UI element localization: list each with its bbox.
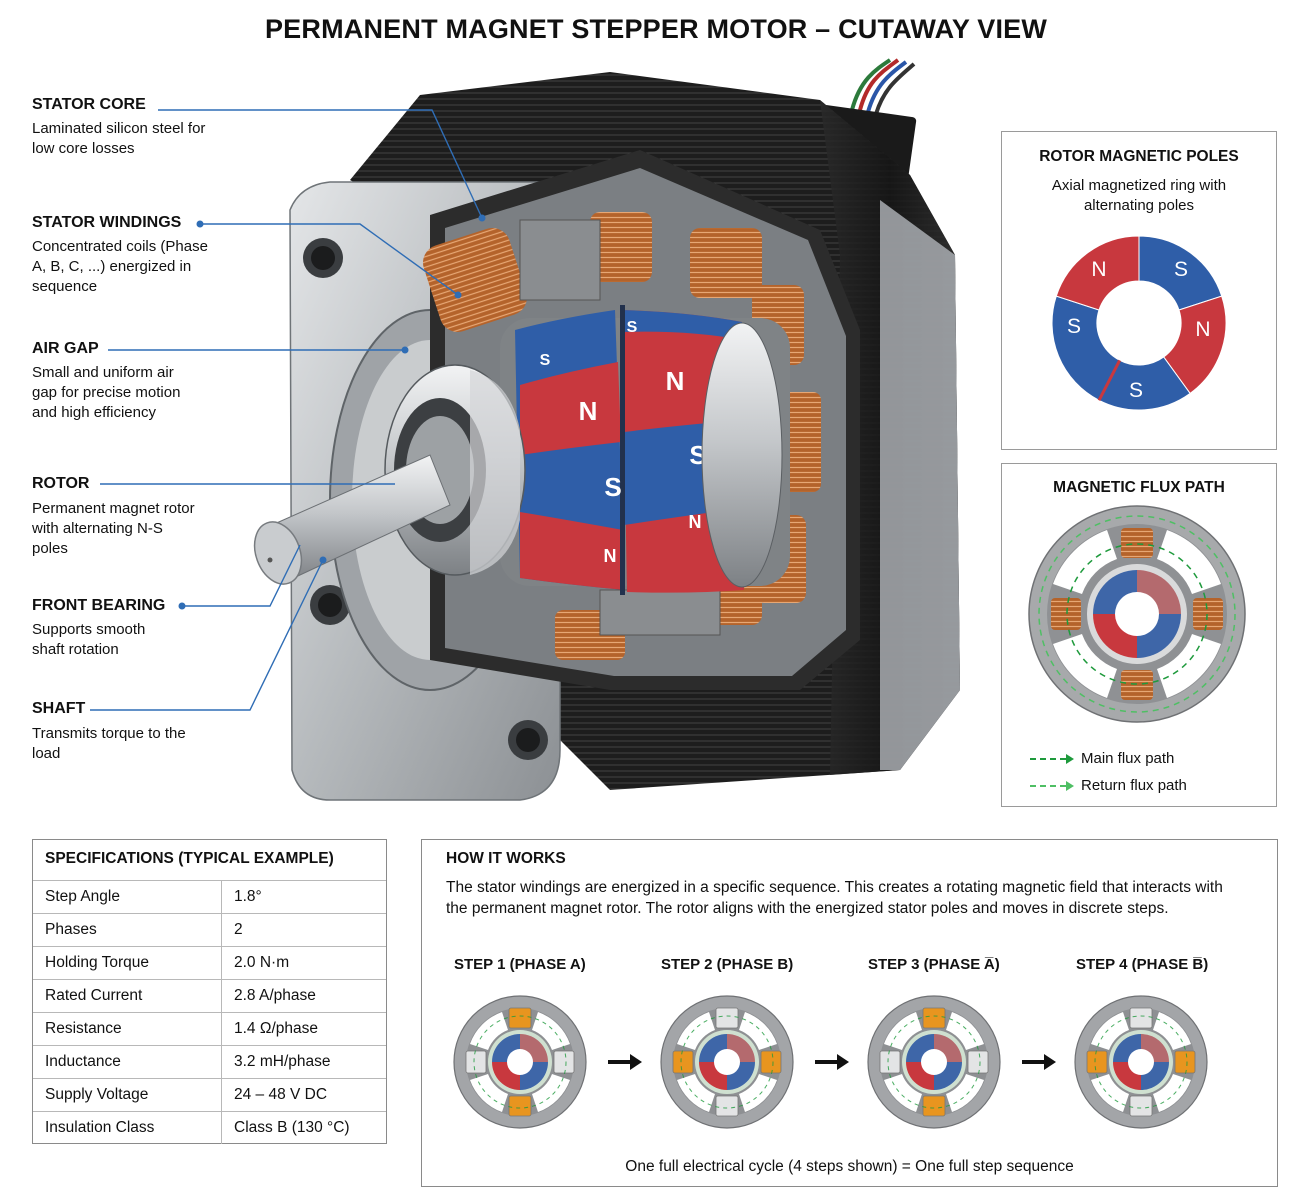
- step-arrow-head: [837, 1054, 849, 1070]
- rotor-pole-label: N: [579, 396, 598, 426]
- rotor-poles-panel: ROTOR MAGNETIC POLES Axial magnetized ri…: [1001, 131, 1277, 450]
- callout-shaft-heading: SHAFT: [32, 700, 86, 717]
- coil-energized: [508, 1007, 532, 1029]
- rotor-poles-heading: ROTOR MAGNETIC POLES: [1039, 148, 1239, 165]
- callout-stator-core-heading: STATOR CORE: [32, 96, 146, 113]
- rotor-pole-label: S: [627, 319, 638, 336]
- spec-name: Holding Torque: [33, 946, 222, 980]
- callout-air-gap-heading: AIR GAP: [32, 340, 99, 357]
- callout-rotor-heading: ROTOR: [32, 475, 90, 492]
- callout-front-bearing-heading: FRONT BEARING: [32, 597, 166, 614]
- spec-name: Inductance: [33, 1045, 222, 1079]
- coil-energized: [760, 1050, 782, 1074]
- rotor-poles-ring: N S N S S: [1051, 235, 1227, 411]
- pole-label: S: [1067, 315, 1081, 338]
- callout-shaft-desc: Transmits torque to the load: [32, 725, 186, 762]
- coil-energized: [672, 1050, 694, 1074]
- pole-label: N: [1195, 318, 1210, 341]
- spec-name: Supply Voltage: [33, 1078, 222, 1112]
- step-diagram: [660, 995, 794, 1129]
- step-sequence-diagrams: [453, 995, 1208, 1129]
- coil: [879, 1050, 901, 1074]
- specifications-table: SPECIFICATIONS (TYPICAL EXAMPLE) Step An…: [32, 839, 387, 1144]
- specifications-heading: SPECIFICATIONS (TYPICAL EXAMPLE): [45, 850, 334, 867]
- step-2-label: STEP 2 (PHASE B): [661, 956, 794, 973]
- step-diagram: [453, 995, 587, 1129]
- spec-value: 3.2 mH/phase: [221, 1045, 386, 1079]
- coil: [465, 1050, 487, 1074]
- flux-path-heading: MAGNETIC FLUX PATH: [1053, 479, 1225, 496]
- coil: [1129, 1095, 1153, 1117]
- step-diagram: [1074, 995, 1208, 1129]
- callout-stator-windings-heading: STATOR WINDINGS: [32, 214, 182, 231]
- how-it-works-text: The stator windings are energized in a s…: [446, 879, 1223, 917]
- coil: [967, 1050, 989, 1074]
- flux-path-panel: MAGNETIC FLUX PATH: [1001, 463, 1277, 807]
- rotor-pole-label: N: [604, 546, 617, 566]
- pole-label: N: [1091, 258, 1106, 281]
- coil-energized: [922, 1095, 946, 1117]
- step-1-label: STEP 1 (PHASE A): [454, 956, 586, 973]
- step-4-label: STEP 4 (PHASE B̅): [1076, 956, 1209, 973]
- coil-energized: [508, 1095, 532, 1117]
- rotor-pole-label: S: [604, 472, 621, 502]
- callout-stator-core-desc: Laminated silicon steel for low core los…: [32, 120, 206, 157]
- spec-value: 1.8°: [221, 880, 386, 914]
- spec-value: 1.4 Ω/phase: [221, 1012, 386, 1046]
- legend-return-flux: Return flux path: [1081, 777, 1187, 794]
- spec-value: 2: [221, 913, 386, 947]
- spec-name: Resistance: [33, 1012, 222, 1046]
- pole-label: S: [1129, 379, 1143, 402]
- coil: [715, 1007, 739, 1029]
- callout-rotor-desc: Permanent magnet rotor with alternating …: [32, 500, 195, 557]
- spec-value: 2.8 A/phase: [221, 979, 386, 1013]
- motor-cutaway-illustration: S S N N S S N N: [90, 58, 960, 801]
- legend-main-flux: Main flux path: [1081, 750, 1175, 767]
- coil: [715, 1095, 739, 1117]
- spec-name: Phases: [33, 913, 222, 947]
- rotor-pole-label: N: [666, 366, 685, 396]
- spec-name: Step Angle: [33, 880, 222, 914]
- callout-front-bearing-desc: Supports smooth shaft rotation: [32, 621, 146, 658]
- how-it-works-heading: HOW IT WORKS: [446, 850, 566, 867]
- spec-value: 2.0 N·m: [221, 946, 386, 980]
- coil-energized: [922, 1007, 946, 1029]
- page-title: PERMANENT MAGNET STEPPER MOTOR – CUTAWAY…: [264, 14, 1048, 44]
- how-it-works-panel: HOW IT WORKS The stator windings are ene…: [421, 839, 1278, 1187]
- spec-value: Class B (130 °C): [221, 1111, 386, 1144]
- step-3-label: STEP 3 (PHASE A̅): [868, 956, 1000, 973]
- spec-name: Rated Current: [33, 979, 222, 1013]
- spec-name: Insulation Class: [33, 1111, 222, 1144]
- flux-path-diagram: [1028, 505, 1246, 791]
- rotor-pole-label: N: [689, 512, 702, 532]
- step-arrow-head: [630, 1054, 642, 1070]
- callout-stator-windings-desc: Concentrated coils (Phase A, B, C, ...) …: [32, 238, 208, 295]
- pole-label: S: [1174, 258, 1188, 281]
- rotor-poles-subtitle: Axial magnetized ring with alternating p…: [1051, 177, 1227, 214]
- step-arrow-head: [1044, 1054, 1056, 1070]
- coil-energized: [1174, 1050, 1196, 1074]
- how-it-works-footer: One full electrical cycle (4 steps shown…: [625, 1158, 1074, 1175]
- callout-air-gap-desc: Small and uniform air gap for precise mo…: [32, 364, 181, 421]
- rotor-pole-label: S: [540, 352, 551, 369]
- spec-value: 24 – 48 V DC: [221, 1078, 386, 1112]
- coil-energized: [1086, 1050, 1108, 1074]
- coil: [553, 1050, 575, 1074]
- step-diagram: [867, 995, 1001, 1129]
- coil: [1129, 1007, 1153, 1029]
